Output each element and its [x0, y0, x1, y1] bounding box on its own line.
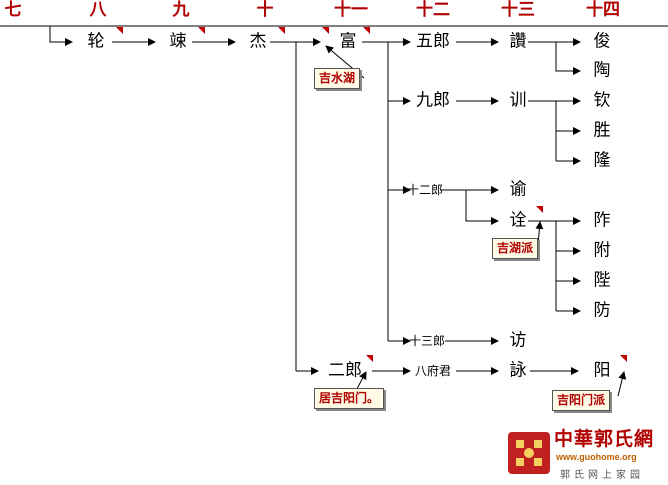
- node-bafujun: 八府君: [414, 364, 452, 378]
- logo-title: 中華郭氏網: [554, 428, 655, 450]
- node-bi: 陛: [593, 270, 611, 291]
- node-quan: 诠: [509, 210, 527, 231]
- generation-label-12: 十二: [416, 0, 450, 20]
- generation-label-7: 七: [4, 0, 22, 20]
- comment-marker: [278, 27, 285, 34]
- node-shisanlang: 十三郎: [408, 334, 446, 348]
- node-shierlang: 十二郎: [406, 183, 444, 197]
- node-yu: 谕: [509, 179, 527, 200]
- comment-marker: [322, 27, 329, 34]
- node-fang2: 防: [593, 300, 611, 321]
- node-tao: 陶: [593, 60, 611, 81]
- node-long: 隆: [593, 150, 611, 171]
- generation-label-10: 十: [256, 0, 274, 20]
- generation-label-8: 八: [89, 0, 107, 20]
- comment-marker: [363, 27, 370, 34]
- generation-label-11: 十一: [334, 0, 368, 20]
- generation-label-13: 十三: [501, 0, 535, 20]
- node-fu: 富: [339, 31, 357, 52]
- logo-url: www.guohome.org: [556, 452, 637, 462]
- comment-marker: [116, 27, 123, 34]
- note-jiyangmenpai: 吉阳门派: [552, 390, 611, 412]
- node-jiulang: 九郎: [416, 90, 450, 111]
- comment-marker: [620, 355, 627, 362]
- generation-label-14: 十四: [586, 0, 620, 20]
- generation-label-9: 九: [172, 0, 190, 20]
- node-zan: 讚: [509, 31, 527, 52]
- comment-marker: [198, 27, 205, 34]
- node-xun: 训: [509, 90, 527, 111]
- node-wulang: 五郎: [416, 31, 450, 52]
- node-su: 竦: [169, 31, 187, 52]
- comment-marker: [536, 206, 543, 213]
- note-jishuihu: 吉水湖: [314, 68, 361, 90]
- node-jie: 杰: [249, 31, 267, 52]
- note-jujiyangmen: 居吉阳门。: [314, 388, 385, 410]
- site-logo: [506, 428, 666, 483]
- node-lun: 轮: [87, 31, 105, 52]
- emblem-icon: [508, 432, 550, 474]
- node-qin: 钦: [593, 90, 611, 111]
- node-fang: 访: [509, 330, 527, 351]
- node-erlang: 二郎: [328, 360, 362, 381]
- node-sheng: 胜: [593, 120, 611, 141]
- node-yang: 阳: [593, 360, 611, 381]
- node-zuo: 阼: [593, 210, 611, 231]
- logo-subtitle: 郭氏网上家园: [560, 470, 644, 481]
- comment-marker: [366, 355, 373, 362]
- node-yong: 詠: [509, 360, 527, 381]
- node-jun: 俊: [593, 31, 611, 52]
- node-fu2: 附: [593, 240, 611, 261]
- note-jihupai: 吉湖派: [492, 238, 539, 260]
